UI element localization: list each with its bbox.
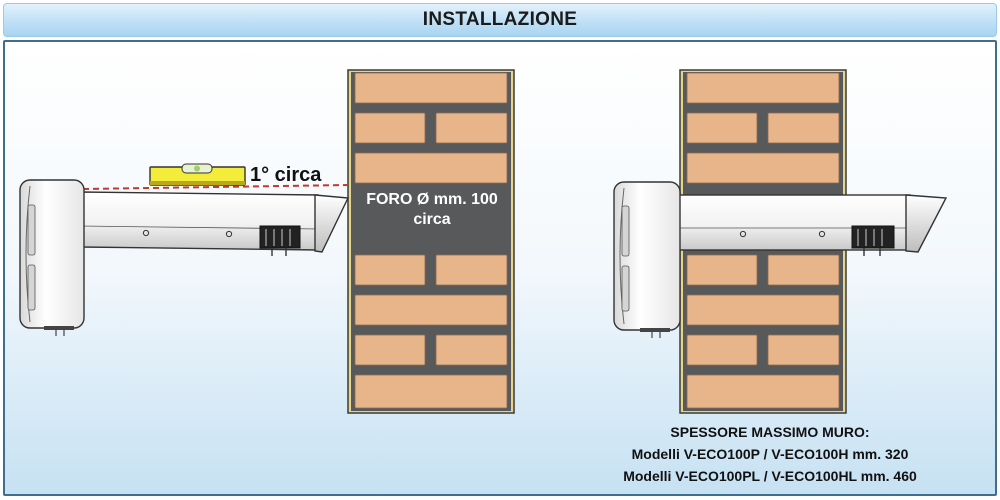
left-ventilation-unit (19, 163, 350, 336)
angle-label: 1° circa (250, 164, 322, 186)
wall-thickness-line-1: Modelli V-ECO100P / V-ECO100H mm. 320 (631, 446, 909, 462)
slope-reference-line (82, 184, 349, 190)
spirit-level-icon (149, 163, 246, 186)
section-title: INSTALLAZIONE (3, 3, 997, 37)
left-brick-wall (347, 69, 515, 414)
hole-label-diameter: FORO Ø mm. 100 (366, 191, 498, 208)
wall-thickness-title: SPESSORE MASSIMO MURO: (670, 424, 870, 440)
wall-thickness-line-2: Modelli V-ECO100PL / V-ECO100HL mm. 460 (623, 468, 917, 484)
right-ventilation-unit (613, 181, 948, 338)
hole-label-circa: circa (413, 211, 451, 228)
hole-label: FORO Ø mm. 100 circa (351, 190, 513, 256)
